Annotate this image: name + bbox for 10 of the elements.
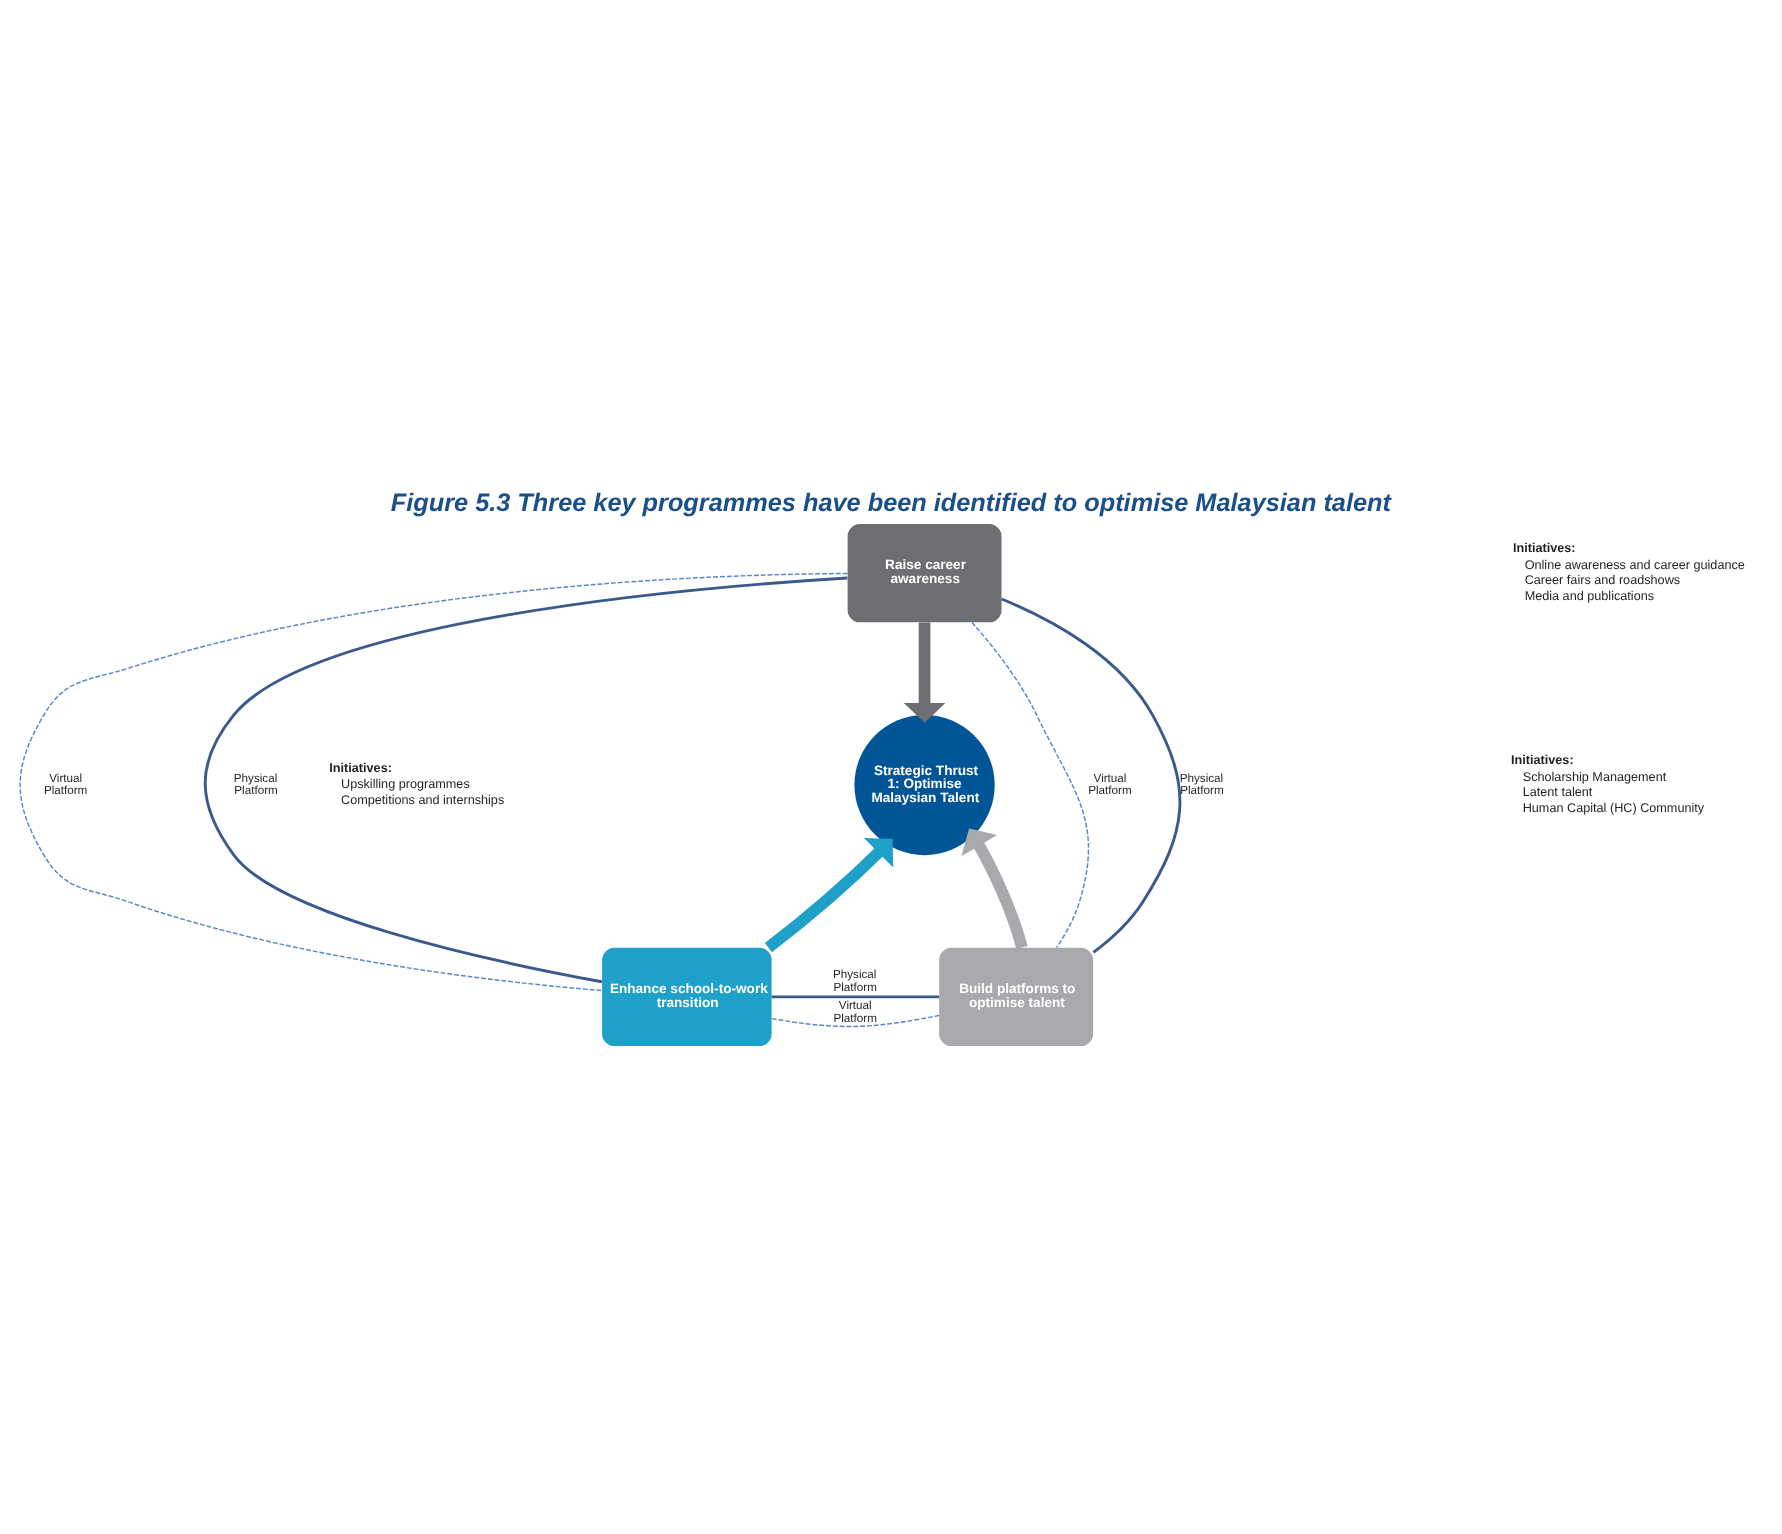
arrow <box>764 838 894 953</box>
connector <box>771 995 939 999</box>
arrow <box>903 622 946 723</box>
connector <box>1001 597 1182 954</box>
connector <box>771 1014 940 1028</box>
connector <box>971 621 1090 949</box>
diagram-title: Figure 5.3 Three key programmes have been identified to optimise Malaysian talent <box>390 489 1391 518</box>
connector <box>203 576 848 984</box>
arrow <box>961 828 1028 950</box>
connector <box>19 572 849 992</box>
